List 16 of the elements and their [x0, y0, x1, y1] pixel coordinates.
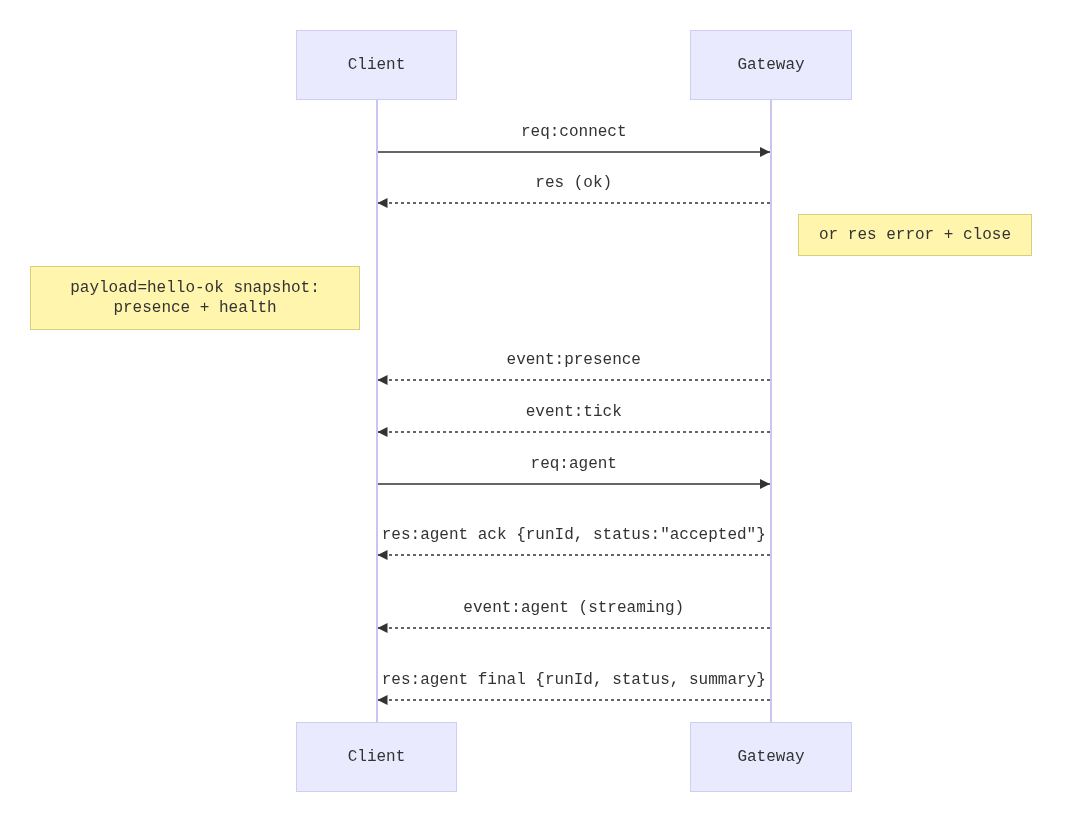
message-arrow — [376, 147, 771, 157]
note-box: or res error + close — [798, 214, 1032, 256]
participant-box: Gateway — [690, 30, 852, 100]
message-arrow — [376, 375, 771, 385]
participant-box: Client — [296, 722, 457, 792]
message-arrow — [376, 550, 771, 560]
message-arrow — [376, 695, 771, 705]
participant-box: Client — [296, 30, 457, 100]
message-arrow — [376, 479, 771, 489]
message-arrow — [376, 427, 771, 437]
message-arrow — [376, 623, 771, 633]
lifeline — [375, 100, 378, 722]
lifeline — [770, 100, 772, 722]
note-box: payload=hello-ok snapshot: presence + health — [30, 266, 360, 330]
participant-box: Gateway — [690, 722, 852, 792]
message-arrow — [376, 198, 771, 208]
